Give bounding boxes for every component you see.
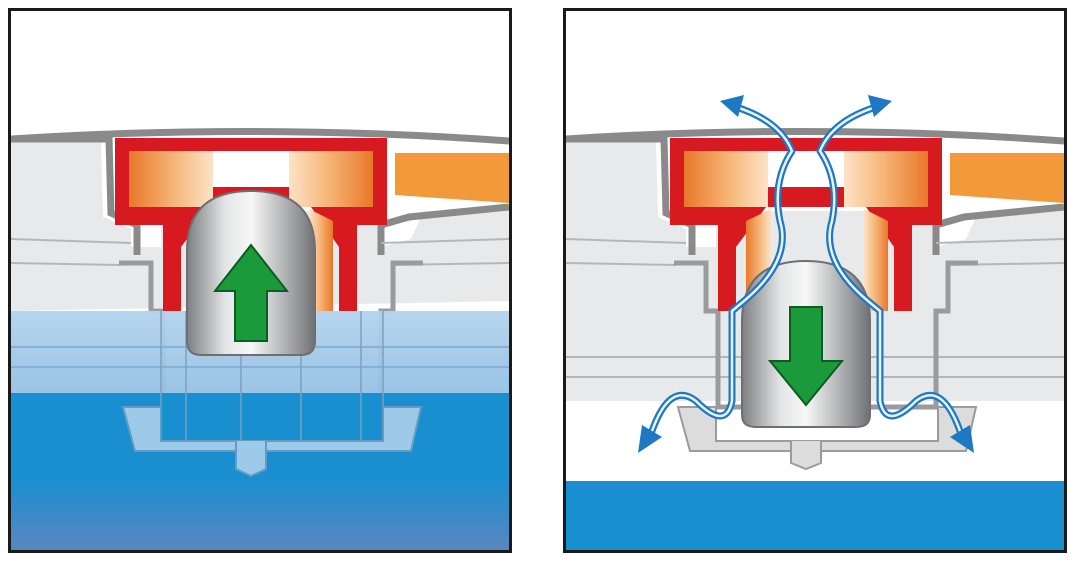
valve-open-panel	[563, 8, 1067, 553]
arrowhead-bottom-right-icon	[950, 425, 974, 453]
arrowhead-bottom-left-icon	[638, 425, 662, 453]
valve-closed-panel	[8, 8, 512, 553]
arrowhead-top-right-icon	[868, 95, 892, 117]
orange-seal-strip	[395, 153, 509, 203]
down-arrow-icon	[767, 306, 845, 407]
valve-closed-diagram	[11, 127, 509, 550]
up-arrow-icon	[212, 243, 290, 342]
float-cage	[121, 311, 423, 478]
water-deep-layer	[566, 481, 1064, 550]
valve-open-diagram	[566, 95, 1064, 550]
flow-arrowheads	[638, 95, 974, 453]
top-rim	[11, 127, 509, 145]
arrowhead-top-left-icon	[720, 95, 744, 117]
orange-seal-strip	[950, 153, 1064, 203]
top-rim	[566, 127, 1064, 145]
